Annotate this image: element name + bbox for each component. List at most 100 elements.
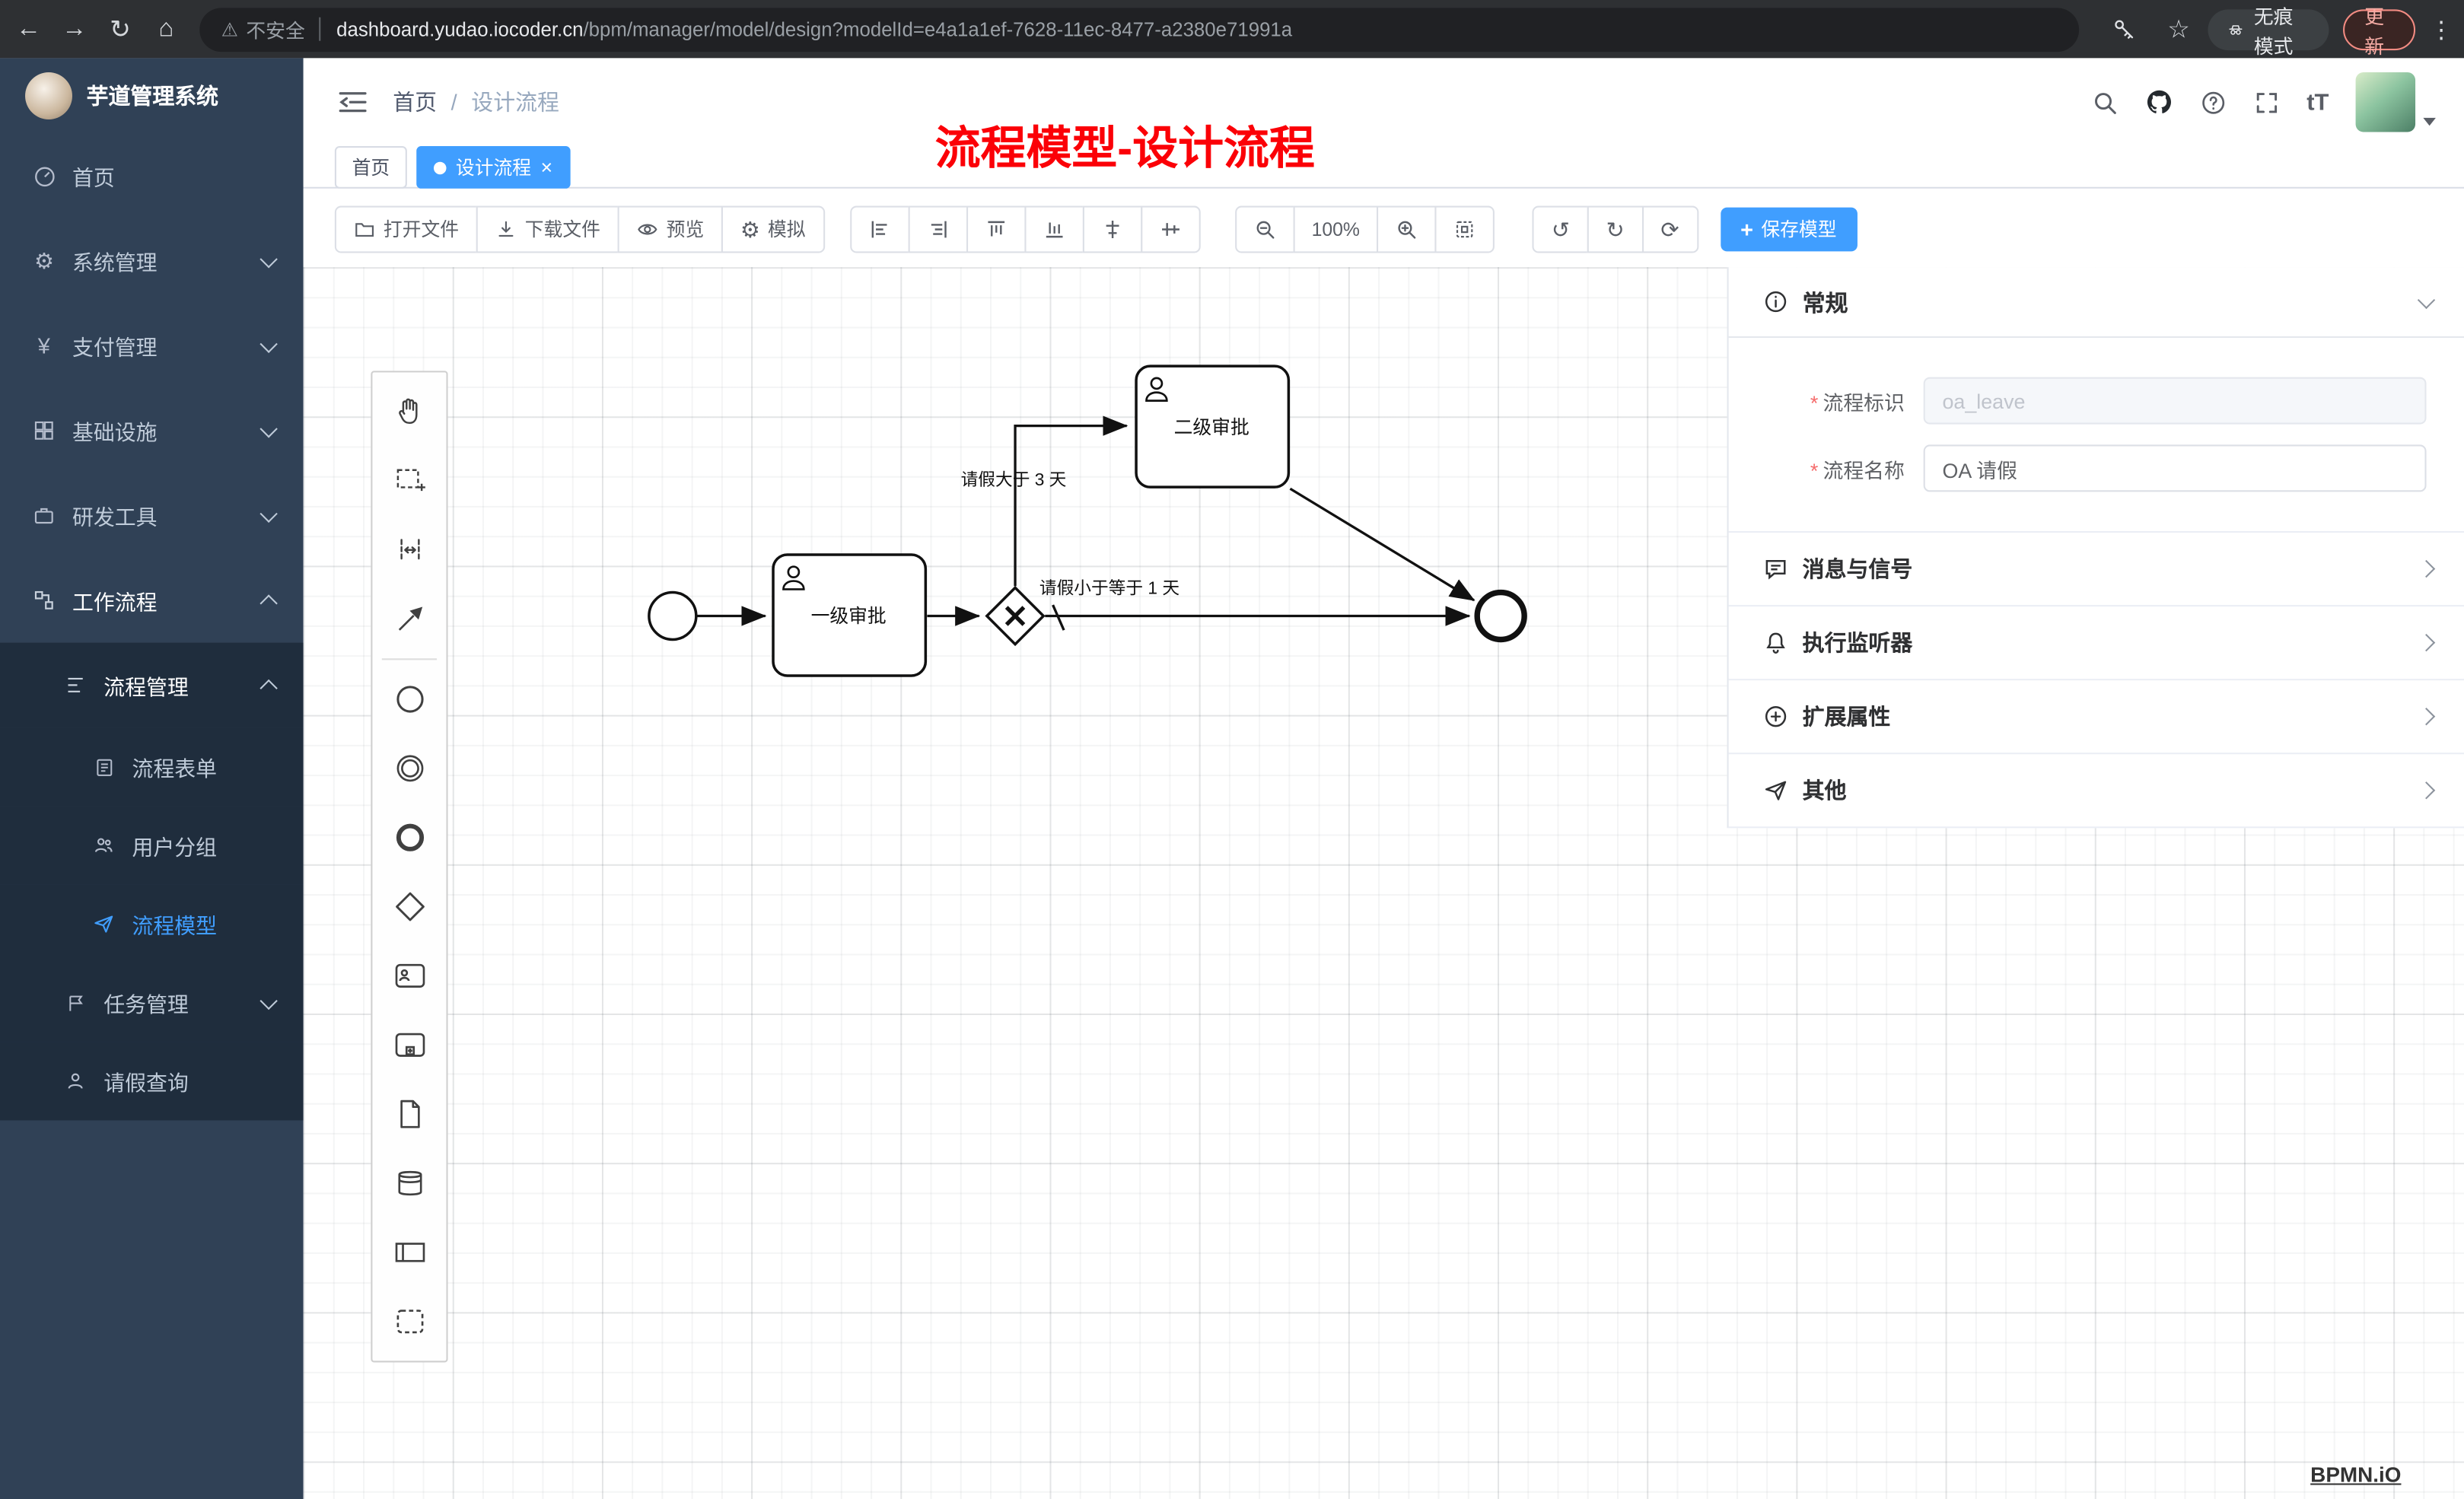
chevron-down-icon bbox=[259, 991, 278, 1010]
zoom-reset-button[interactable] bbox=[1435, 205, 1495, 253]
create-call-activity-icon[interactable] bbox=[372, 1010, 446, 1080]
simulate-button[interactable]: ⚙ 模拟 bbox=[721, 205, 825, 253]
sidebar-item-process-form[interactable]: 流程表单 bbox=[0, 727, 304, 807]
sidebar-item-process-management[interactable]: 流程管理 bbox=[0, 642, 304, 728]
zoom-level-display[interactable]: 100% bbox=[1292, 205, 1379, 253]
hand-tool-icon[interactable] bbox=[372, 377, 446, 447]
sidebar-item-home[interactable]: 首页 bbox=[0, 134, 304, 219]
align-top-button[interactable] bbox=[966, 205, 1026, 253]
not-secure-warning-icon: ⚠ bbox=[221, 18, 239, 40]
undo-button[interactable]: ↺ bbox=[1533, 205, 1589, 253]
sidebar-item-system[interactable]: ⚙ 系统管理 bbox=[0, 218, 304, 304]
end-event[interactable] bbox=[1474, 589, 1527, 643]
create-group-icon[interactable] bbox=[372, 1287, 446, 1356]
sidebar-item-user-group[interactable]: 用户分组 bbox=[0, 806, 304, 885]
zoom-out-button[interactable] bbox=[1234, 205, 1294, 253]
preview-button[interactable]: 预览 bbox=[617, 205, 724, 253]
annotation-title: 流程模型-设计流程 bbox=[934, 124, 1315, 175]
create-data-object-icon[interactable] bbox=[372, 1080, 446, 1149]
open-file-button[interactable]: 打开文件 bbox=[334, 205, 478, 253]
browser-menu-icon[interactable]: ⋮ bbox=[2429, 16, 2455, 43]
list-tree-icon bbox=[63, 673, 88, 698]
password-key-icon[interactable] bbox=[2109, 8, 2138, 49]
sidebar-item-process-model[interactable]: 流程模型 bbox=[0, 884, 304, 963]
chevron-down-icon bbox=[259, 334, 278, 352]
zoom-button-group: 100% bbox=[1234, 205, 1495, 253]
create-user-task-icon[interactable] bbox=[372, 941, 446, 1010]
fullscreen-icon[interactable] bbox=[2253, 89, 2280, 116]
save-model-button[interactable]: + 保存模型 bbox=[1720, 206, 1858, 251]
sidebar-item-task-management[interactable]: 任务管理 bbox=[0, 963, 304, 1042]
task-first-approval[interactable]: 一级审批 bbox=[772, 553, 928, 677]
process-name-input[interactable] bbox=[1923, 444, 2427, 492]
section-message-signal[interactable]: 消息与信号 bbox=[1728, 531, 2464, 605]
bookmark-star-icon[interactable]: ☆ bbox=[2167, 16, 2190, 43]
align-bottom-button[interactable] bbox=[1023, 205, 1084, 253]
sidebar-item-infrastructure[interactable]: 基础设施 bbox=[0, 388, 304, 473]
help-icon[interactable] bbox=[2200, 89, 2227, 116]
align-right-button[interactable] bbox=[907, 205, 968, 253]
sidebar-item-leave-query[interactable]: 请假查询 bbox=[0, 1042, 304, 1121]
create-intermediate-event-icon[interactable] bbox=[372, 734, 446, 803]
browser-home-button[interactable]: ⌂ bbox=[158, 14, 174, 42]
flow-label-gt: 请假大于 3 天 bbox=[961, 469, 1067, 489]
browser-reload-button[interactable]: ↻ bbox=[110, 16, 131, 43]
tab-close-icon[interactable]: × bbox=[540, 155, 553, 180]
breadcrumb-home[interactable]: 首页 bbox=[393, 89, 438, 115]
process-key-row: *流程标识 bbox=[1729, 377, 2464, 425]
browser-back-button[interactable]: ← bbox=[15, 14, 41, 42]
restart-button[interactable]: ⟳ bbox=[1641, 205, 1698, 253]
create-end-event-icon[interactable] bbox=[372, 803, 446, 872]
avatar[interactable] bbox=[2355, 72, 2416, 132]
chevron-up-icon bbox=[259, 594, 278, 612]
font-size-icon[interactable]: tT bbox=[2306, 88, 2329, 116]
url-path: /bpm/manager/model/design?modelId=e4a1a1… bbox=[583, 18, 1293, 40]
bpmn-palette bbox=[371, 371, 448, 1363]
flag-icon bbox=[63, 990, 88, 1015]
github-icon[interactable] bbox=[2145, 88, 2173, 116]
info-icon bbox=[1765, 291, 1787, 313]
space-tool-icon[interactable] bbox=[372, 515, 446, 584]
bpmn-canvas[interactable]: 一级审批 二级审批 请假大于 3 天 请假小于等于 1 天 bbox=[303, 267, 2464, 1499]
not-secure-label[interactable]: 不安全 bbox=[246, 20, 305, 43]
exclusive-gateway[interactable] bbox=[985, 585, 1046, 647]
section-other[interactable]: 其他 bbox=[1728, 753, 2464, 826]
align-center-horizontal-button[interactable] bbox=[1082, 205, 1142, 253]
chevron-down-icon bbox=[259, 250, 278, 268]
sidebar-item-devtools[interactable]: 研发工具 bbox=[0, 473, 304, 559]
create-gateway-icon[interactable] bbox=[372, 872, 446, 941]
global-connect-tool-icon[interactable] bbox=[372, 584, 446, 654]
address-bar[interactable]: ⚠ 不安全 dashboard.yudao.iocoder.cn /bpm/ma… bbox=[199, 7, 2079, 52]
sidebar-item-payment[interactable]: ¥ 支付管理 bbox=[0, 304, 304, 389]
section-extended-properties[interactable]: 扩展属性 bbox=[1728, 679, 2464, 753]
file-button-group: 打开文件 下载文件 预览 ⚙ 模拟 bbox=[334, 205, 825, 253]
create-data-store-icon[interactable] bbox=[372, 1149, 446, 1218]
task-second-approval[interactable]: 二级审批 bbox=[1135, 364, 1291, 489]
user-task-icon bbox=[782, 565, 805, 590]
start-event[interactable] bbox=[648, 590, 698, 641]
person-icon bbox=[63, 1068, 88, 1093]
chrome-update-button[interactable]: 更新 bbox=[2342, 5, 2416, 57]
zoom-in-button[interactable] bbox=[1377, 205, 1437, 253]
sidebar-item-workflow[interactable]: 工作流程 bbox=[0, 558, 304, 643]
lasso-tool-icon[interactable] bbox=[372, 446, 446, 515]
download-file-button[interactable]: 下载文件 bbox=[476, 205, 619, 253]
align-middle-vertical-button[interactable] bbox=[1140, 205, 1200, 253]
create-participant-icon[interactable] bbox=[372, 1217, 446, 1287]
user-menu[interactable] bbox=[2355, 72, 2436, 132]
tab-home[interactable]: 首页 bbox=[334, 146, 407, 189]
align-left-button[interactable] bbox=[849, 205, 909, 253]
search-icon[interactable] bbox=[2091, 89, 2118, 116]
bpmn-io-watermark[interactable]: BPMN.iO bbox=[2310, 1462, 2402, 1487]
sidebar-collapse-icon[interactable] bbox=[338, 90, 368, 115]
redo-button[interactable]: ↻ bbox=[1587, 205, 1644, 253]
process-name-row: *流程名称 bbox=[1729, 444, 2464, 492]
section-execution-listener[interactable]: 执行监听器 bbox=[1728, 605, 2464, 679]
general-section-header[interactable]: 常规 bbox=[1728, 267, 2464, 338]
process-key-input[interactable] bbox=[1923, 377, 2427, 425]
bpmn-diagram[interactable]: 一级审批 二级审批 请假大于 3 天 请假小于等于 1 天 bbox=[304, 267, 2464, 1499]
tab-design-process[interactable]: 设计流程 × bbox=[416, 146, 570, 189]
browser-forward-button[interactable]: → bbox=[62, 14, 88, 42]
create-start-event-icon[interactable] bbox=[372, 665, 446, 734]
grid-icon bbox=[31, 418, 56, 443]
